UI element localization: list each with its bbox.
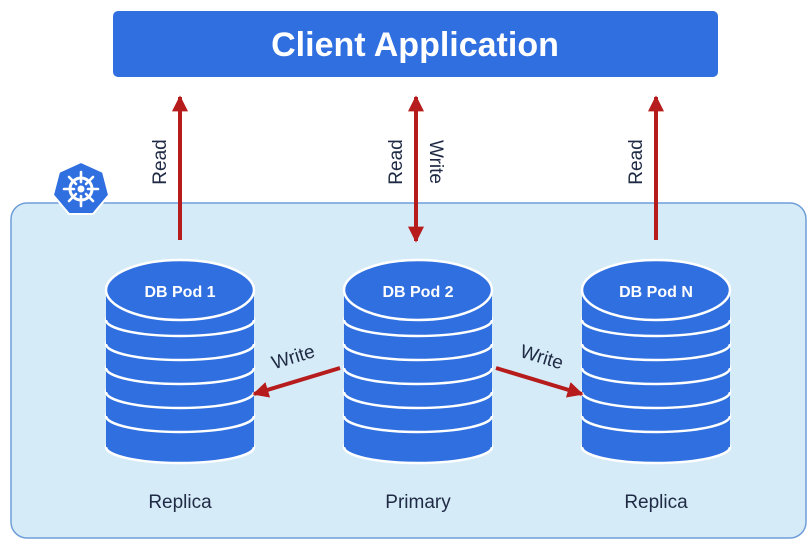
pod2-read-label: Read xyxy=(386,139,407,184)
podn-role-label: Replica xyxy=(624,492,688,513)
podn-read-arrow: Read xyxy=(626,95,664,240)
pod1-read-label: Read xyxy=(150,139,171,184)
db-pod-1-label: DB Pod 1 xyxy=(144,284,215,301)
pod2-read-write-arrow: Read Write xyxy=(386,95,446,243)
db-pod-n-label: DB Pod N xyxy=(619,284,693,301)
pod1-role-label: Replica xyxy=(148,492,212,513)
db-pod-1-cylinder: DB Pod 1 xyxy=(104,258,256,465)
client-application-label: Client Application xyxy=(271,26,559,64)
pod1-read-arrow: Read xyxy=(150,95,188,240)
client-application-box: Client Application xyxy=(113,11,718,77)
podn-read-label: Read xyxy=(626,139,647,184)
pod2-write-label: Write xyxy=(425,140,446,184)
db-pod-n-cylinder: DB Pod N xyxy=(580,258,732,465)
kubernetes-helm-icon xyxy=(51,160,111,215)
db-pod-2-cylinder: DB Pod 2 xyxy=(342,258,494,465)
pod2-role-label: Primary xyxy=(385,492,451,513)
db-pod-2-label: DB Pod 2 xyxy=(382,284,453,301)
